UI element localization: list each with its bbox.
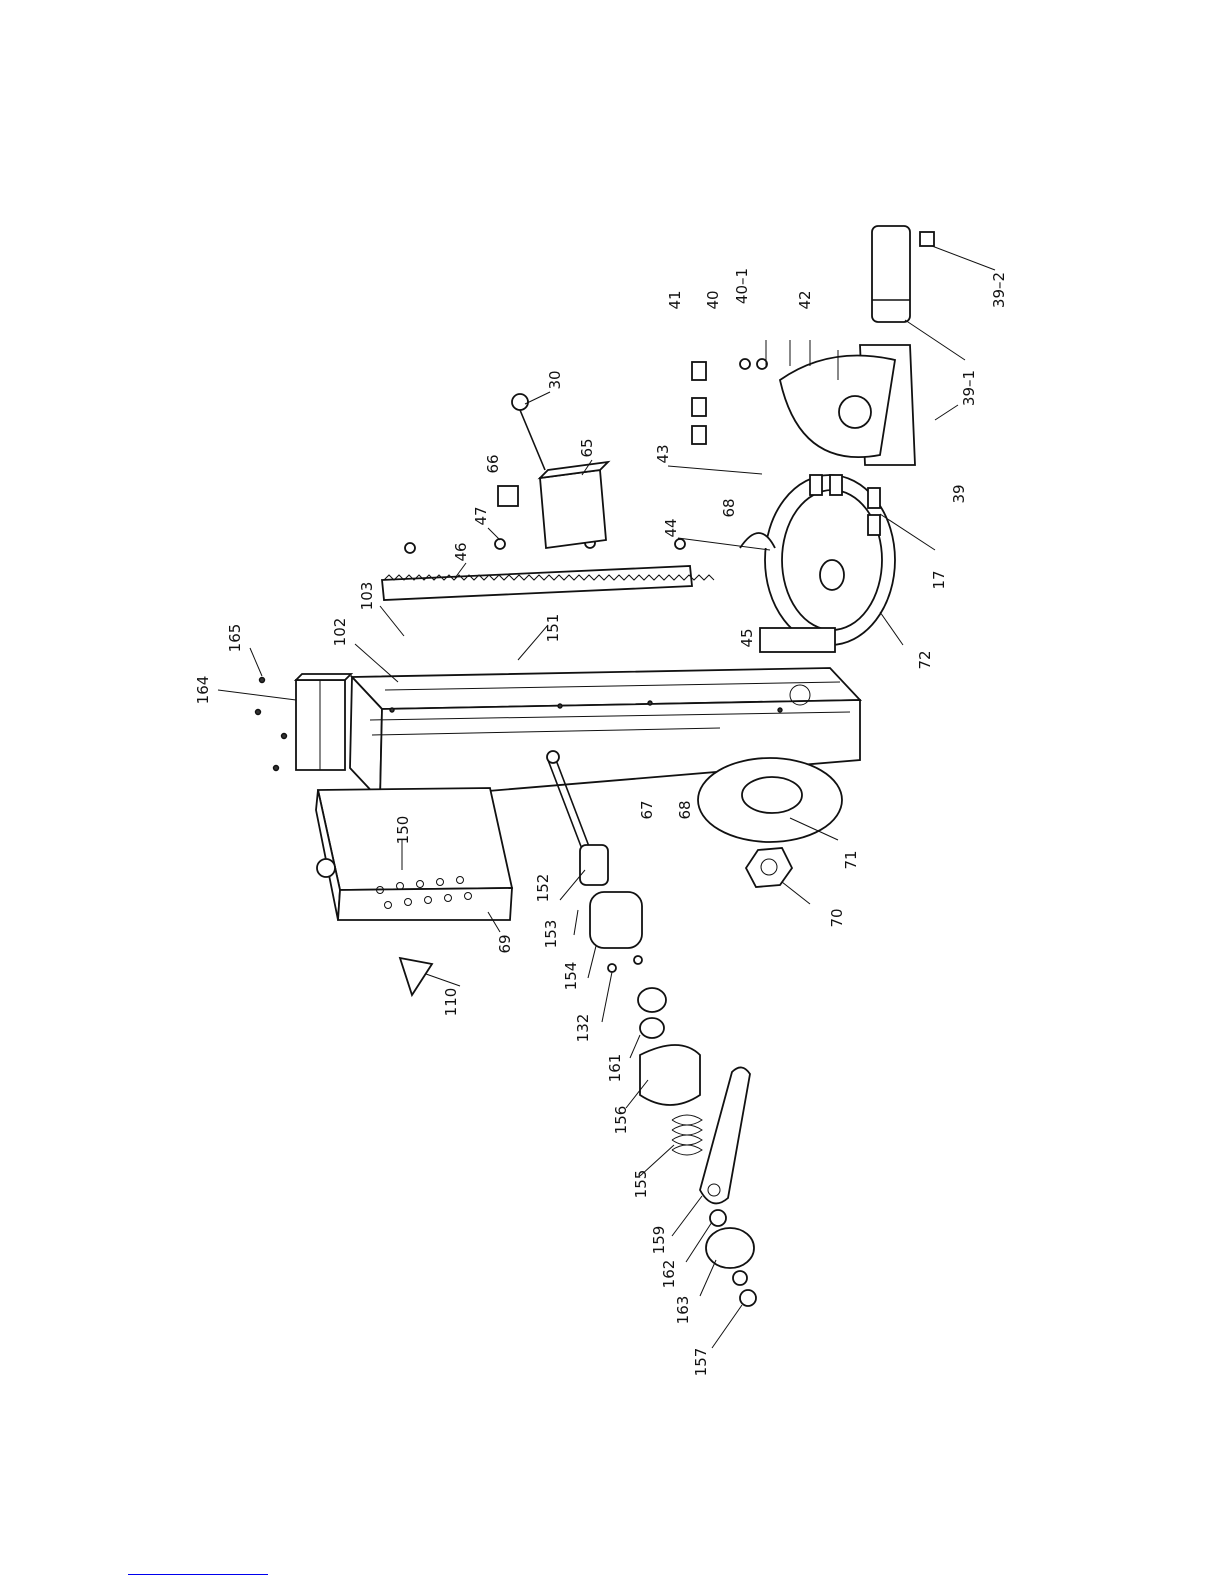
warning-triangle-110 bbox=[400, 958, 432, 995]
label-39-2: 39–2 bbox=[990, 272, 1008, 308]
label-67: 67 bbox=[638, 800, 656, 819]
label-17: 17 bbox=[930, 570, 948, 589]
label-70: 70 bbox=[828, 908, 846, 927]
footer-link-underline[interactable] bbox=[128, 1574, 268, 1575]
label-156: 156 bbox=[612, 1106, 630, 1135]
label-39: 39 bbox=[950, 484, 968, 503]
label-162: 162 bbox=[660, 1260, 678, 1289]
base-plate-39 bbox=[692, 226, 934, 465]
wheel-71 bbox=[698, 758, 842, 887]
label-103: 103 bbox=[358, 582, 376, 611]
label-110: 110 bbox=[442, 988, 460, 1017]
label-46: 46 bbox=[452, 542, 470, 561]
top-cap-164 bbox=[256, 674, 352, 771]
label-69: 69 bbox=[496, 934, 514, 953]
label-155: 155 bbox=[632, 1170, 650, 1199]
label-165: 165 bbox=[226, 624, 244, 653]
label-40-1: 40–1 bbox=[733, 268, 751, 304]
control-box-69 bbox=[316, 788, 512, 920]
label-154: 154 bbox=[562, 962, 580, 991]
label-164: 164 bbox=[194, 676, 212, 705]
label-41: 41 bbox=[666, 290, 684, 309]
label-152: 152 bbox=[534, 874, 552, 903]
label-30: 30 bbox=[546, 370, 564, 389]
label-161: 161 bbox=[606, 1054, 624, 1083]
label-66: 66 bbox=[484, 454, 502, 473]
label-44: 44 bbox=[662, 518, 680, 537]
label-42: 42 bbox=[796, 290, 814, 309]
label-159: 159 bbox=[650, 1226, 668, 1255]
label-68: 68 bbox=[676, 800, 694, 819]
label-39-1: 39–1 bbox=[960, 370, 978, 406]
label-151: 151 bbox=[544, 614, 562, 643]
label-45: 45 bbox=[738, 628, 756, 647]
label-47: 47 bbox=[472, 506, 490, 525]
label-72: 72 bbox=[916, 650, 934, 669]
slide-block-65 bbox=[498, 394, 608, 548]
label-65: 65 bbox=[578, 438, 596, 457]
label-157: 157 bbox=[692, 1348, 710, 1377]
label-163: 163 bbox=[674, 1296, 692, 1325]
turntable-72 bbox=[740, 475, 895, 652]
label-132: 132 bbox=[574, 1014, 592, 1043]
label-68-upper: 68 bbox=[720, 498, 738, 517]
label-102: 102 bbox=[331, 618, 349, 647]
label-40: 40 bbox=[704, 290, 722, 309]
label-71: 71 bbox=[842, 850, 860, 869]
label-153: 153 bbox=[542, 920, 560, 949]
label-43: 43 bbox=[654, 444, 672, 463]
label-150: 150 bbox=[394, 816, 412, 845]
